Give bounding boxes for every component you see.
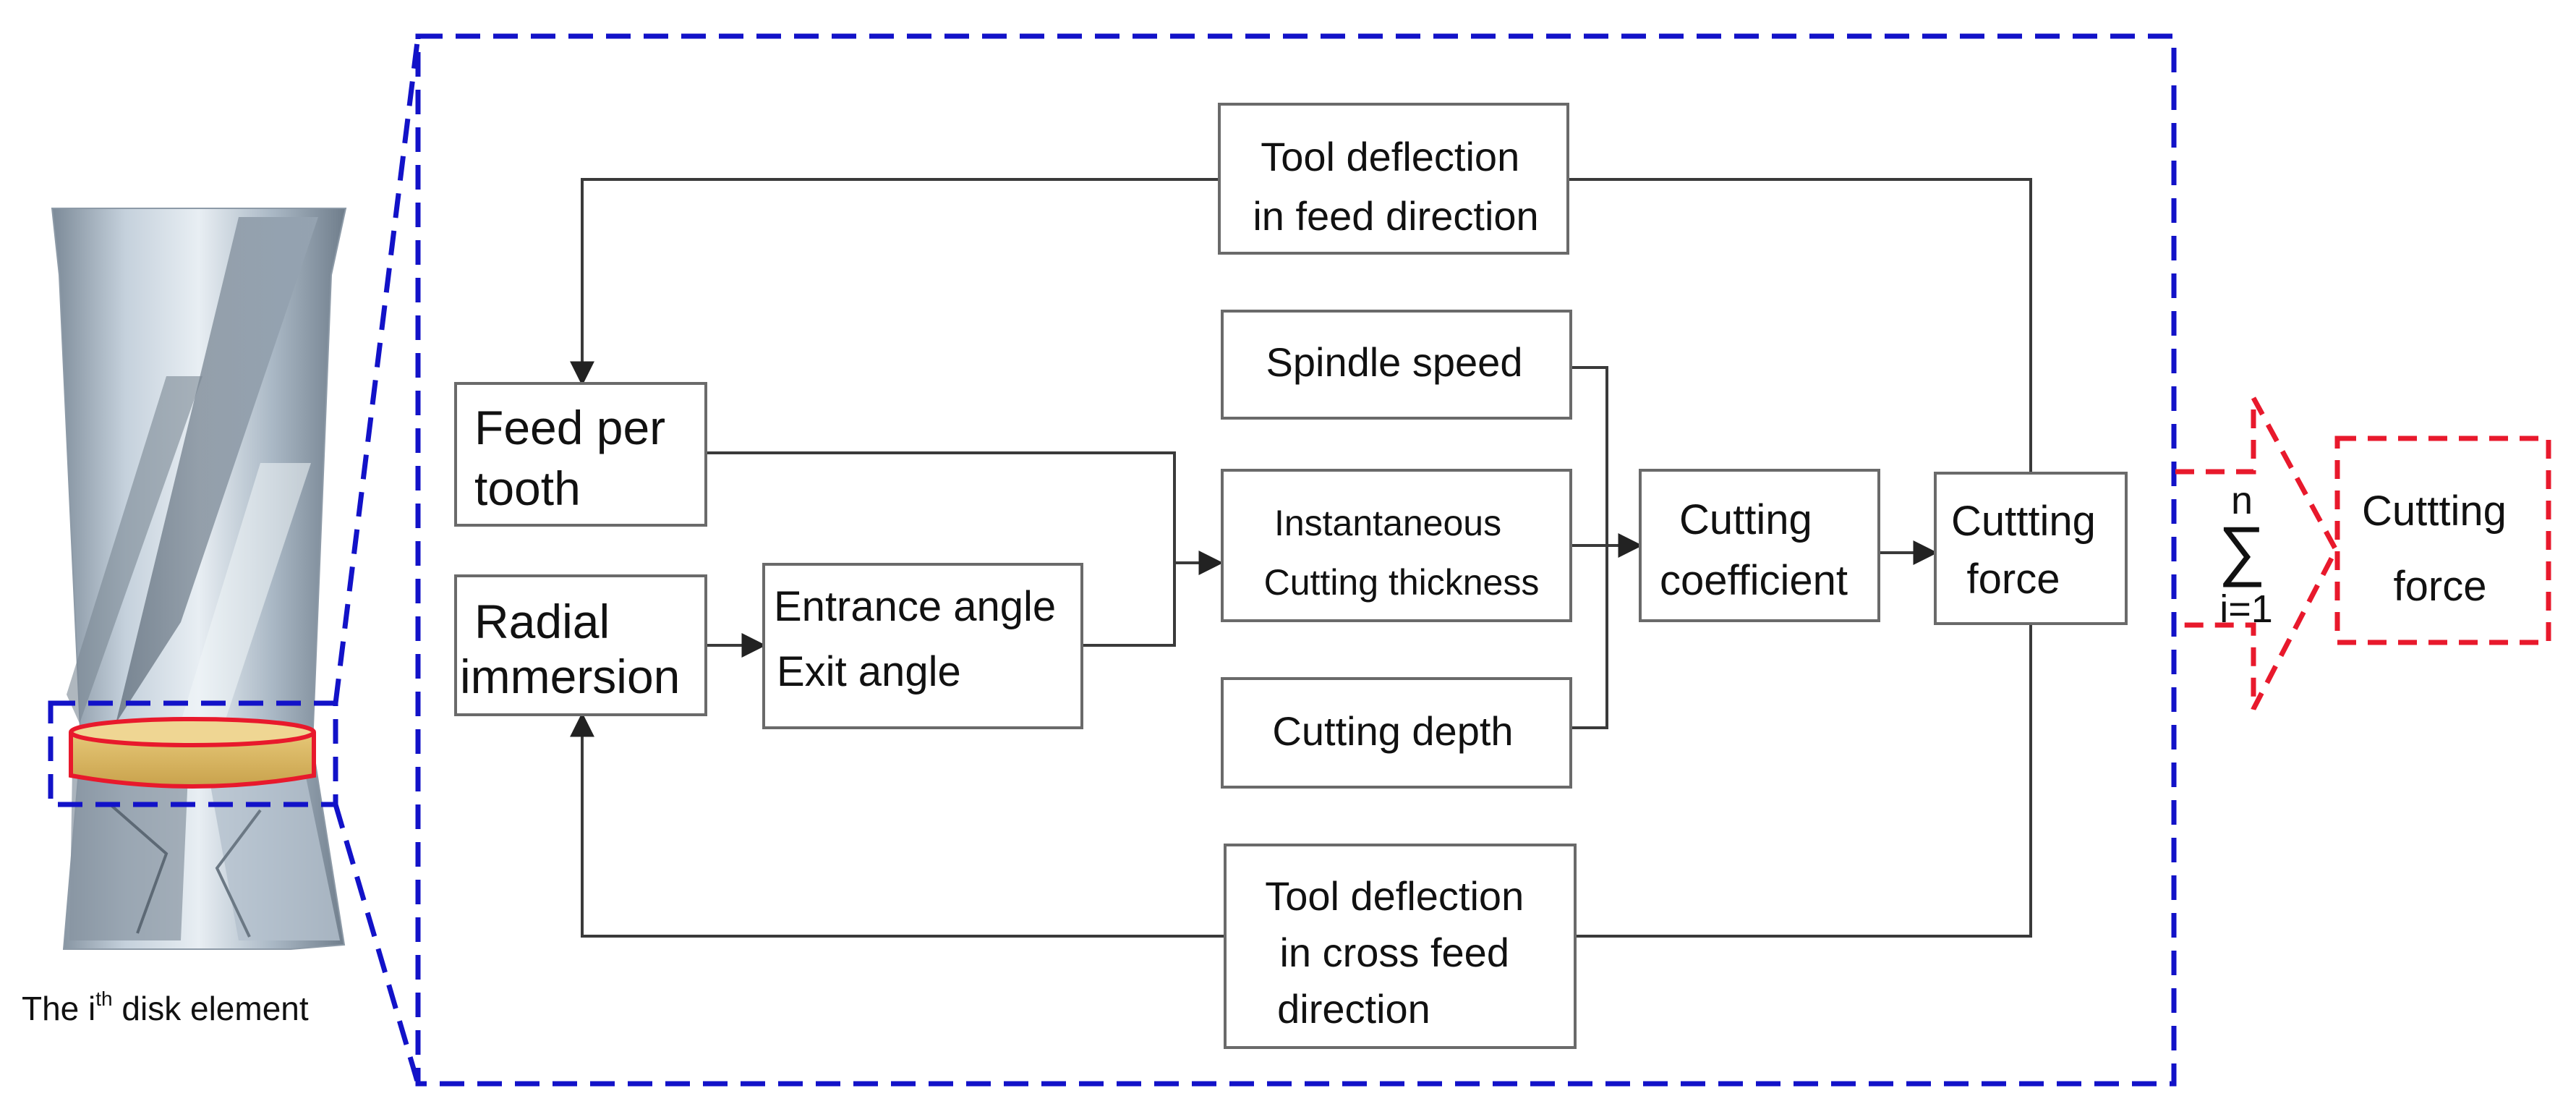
disk-element-highlight [69,717,316,789]
box-cutting-force-inner-text: Cuttting force [1951,498,2107,603]
summation-lower-limit: i=1 [2219,587,2273,631]
line: immersion [460,650,680,703]
summation-arrow: n ∑ i=1 [2175,396,2339,710]
line: Radial [474,595,610,648]
line: in feed direction [1253,193,1538,239]
line: Cuttting [2362,488,2507,535]
box-spindle-speed: Spindle speed [1221,310,1572,420]
line: Tool deflection [1265,873,1524,919]
line: Exit angle [777,648,961,695]
box-entrance-exit-angle: Entrance angle Exit angle [762,563,1083,729]
box-spindle-speed-text: Spindle speed [1266,339,1523,385]
box-instantaneous-thickness-text: Instantaneous Cutting thickness [1264,503,1540,603]
spindle-bracket [1571,366,1608,729]
feedback-feed-line [1568,178,2032,527]
line: direction [1277,986,1430,1032]
box-radial-immersion-text: Radial immersion [460,595,680,703]
box-total-cutting-force: Cuttting force [2334,436,2551,645]
caption-suffix: disk element [113,990,309,1027]
box-instantaneous-thickness: Instantaneous Cutting thickness [1221,469,1572,622]
disk-element-blue-frame [48,700,338,807]
line: force [1967,556,2060,603]
box-tool-deflection-cross-text: Tool deflection in cross feed direction [1265,873,1535,1032]
line: Cutting thickness [1264,562,1540,603]
line: Cuttting [1951,498,2096,545]
box-feed-per-tooth: Feed per tooth [454,382,707,527]
disk-element-caption: The ith disk element [22,988,309,1027]
box-cutting-coefficient: Cutting coefficient [1639,469,1880,622]
connectors [570,178,2032,938]
summation-upper-limit: n [2231,479,2253,522]
line: Cutting depth [1272,708,1513,754]
feedback-cross-line [1575,625,2032,938]
feed-to-merge [706,451,1176,563]
line: Feed per [474,401,665,454]
box-cutting-depth-text: Cutting depth [1272,708,1513,754]
box-tool-deflection-feed-text: Tool deflection in feed direction [1253,134,1538,239]
box-cutting-coefficient-text: Cutting coefficient [1660,496,1848,604]
box-cutting-force-inner: Cuttting force [1934,472,2128,625]
line: in cross feed [1279,930,1509,975]
line: coefficient [1660,557,1848,604]
box-entrance-exit-angle-text: Entrance angle Exit angle [774,583,1067,695]
line: Spindle speed [1266,339,1523,385]
box-feed-per-tooth-text: Feed per tooth [474,401,679,515]
line: force [2394,563,2487,610]
line: Tool deflection [1261,134,1519,179]
model-blue-frame [415,33,2177,1087]
line: Entrance angle [774,583,1056,630]
line: Instantaneous [1274,503,1501,543]
zoom-line-bottom [333,804,421,1084]
zoom-line-top [333,35,421,704]
angle-to-merge [1082,563,1176,647]
box-total-cutting-force-text: Cuttting force [2362,488,2518,610]
box-tool-deflection-cross: Tool deflection in cross feed direction [1224,844,1577,1049]
caption-prefix: The i [22,990,95,1027]
line: Cutting [1679,496,1812,543]
box-tool-deflection-feed: Tool deflection in feed direction [1218,103,1569,255]
summation-symbol: ∑ [2218,514,2266,587]
caption-superscript: th [95,988,112,1010]
box-cutting-depth: Cutting depth [1221,677,1572,789]
feedback-cross-arrow [570,712,1225,938]
end-mill-tool-illustration [51,208,347,950]
line: tooth [474,462,581,515]
box-radial-immersion: Radial immersion [454,574,707,716]
feedback-feed-arrow [570,178,1219,386]
